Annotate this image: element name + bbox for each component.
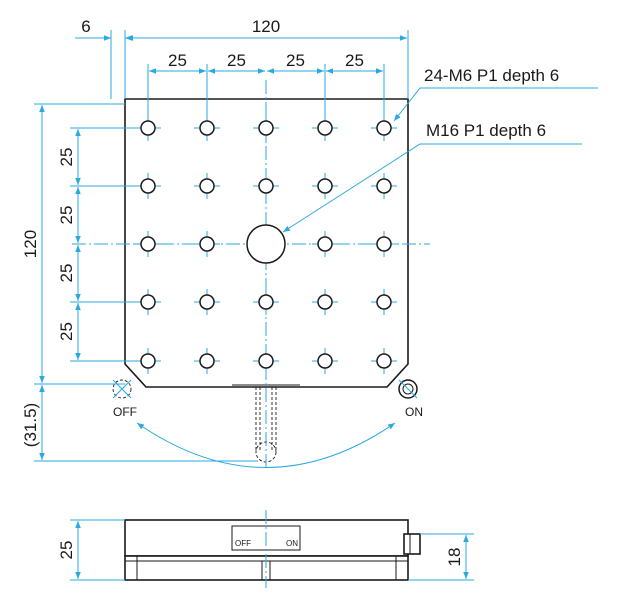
side-view: OFF ON 25 18 [57, 510, 474, 588]
m6-tapped-hole [140, 178, 156, 194]
knob-height-label: 18 [445, 548, 464, 567]
v-pitch-label: 25 [57, 322, 76, 341]
tapped-holes-leader [393, 87, 598, 122]
m6-tapped-hole [140, 353, 156, 369]
tapped-holes-callout: 24-M6 P1 depth 6 [424, 66, 559, 85]
m6-tapped-hole [376, 120, 392, 136]
width-dimension-label: 120 [252, 17, 280, 36]
m6-hole-grid [135, 115, 397, 374]
h-pitch-extension-lines [147, 64, 385, 118]
m6-tapped-hole [140, 236, 156, 252]
v-pitch-label: 25 [57, 148, 76, 167]
offset-dimension-label: 6 [81, 17, 90, 36]
handle-extension-label: (31.5) [21, 403, 40, 447]
on-label: ON [405, 405, 423, 419]
center-hole-callout: M16 P1 depth 6 [426, 121, 546, 140]
v-pitch-label: 25 [57, 264, 76, 283]
m6-tapped-hole [317, 120, 333, 136]
m6-tapped-hole [258, 294, 274, 310]
handle-hidden-slot [255, 387, 277, 463]
m6-tapped-hole [317, 353, 333, 369]
m6-tapped-hole [376, 236, 392, 252]
side-height-label: 25 [57, 541, 76, 560]
window-off-label: OFF [235, 539, 251, 548]
off-lock-marker [112, 379, 132, 399]
m6-tapped-hole [199, 353, 215, 369]
m6-tapped-hole [376, 353, 392, 369]
m6-tapped-hole [199, 294, 215, 310]
top-view: OFF ON 120 6 25 25 25 25 120 [21, 17, 598, 468]
v-pitch-dimensions: 25 25 25 25 [57, 129, 81, 360]
h-pitch-label: 25 [345, 51, 364, 70]
side-lock-knob [403, 533, 421, 555]
center-hole-leader [282, 143, 582, 233]
m6-tapped-hole [199, 178, 215, 194]
lever-rotation-arc [136, 422, 396, 468]
h-pitch-label: 25 [227, 51, 246, 70]
m6-tapped-hole [376, 294, 392, 310]
on-lock-marker [398, 379, 418, 399]
height-dimension-label: 120 [21, 230, 40, 258]
h-pitch-label: 25 [168, 51, 187, 70]
m6-tapped-hole [140, 120, 156, 136]
m16-center-hole [246, 224, 286, 264]
m6-tapped-hole [199, 236, 215, 252]
window-on-label: ON [286, 539, 298, 548]
m6-tapped-hole [199, 120, 215, 136]
m6-tapped-hole [317, 294, 333, 310]
m6-tapped-hole [140, 294, 156, 310]
off-label: OFF [113, 405, 137, 419]
m6-tapped-hole [317, 236, 333, 252]
v-pitch-label: 25 [57, 206, 76, 225]
h-pitch-label: 25 [286, 51, 305, 70]
m6-tapped-hole [258, 353, 274, 369]
v-pitch-extension-lines [70, 127, 135, 362]
m6-tapped-hole [317, 178, 333, 194]
m6-tapped-hole [376, 178, 392, 194]
m6-tapped-hole [258, 120, 274, 136]
m6-tapped-hole [258, 178, 274, 194]
h-pitch-dimensions: 25 25 25 25 [149, 51, 383, 74]
